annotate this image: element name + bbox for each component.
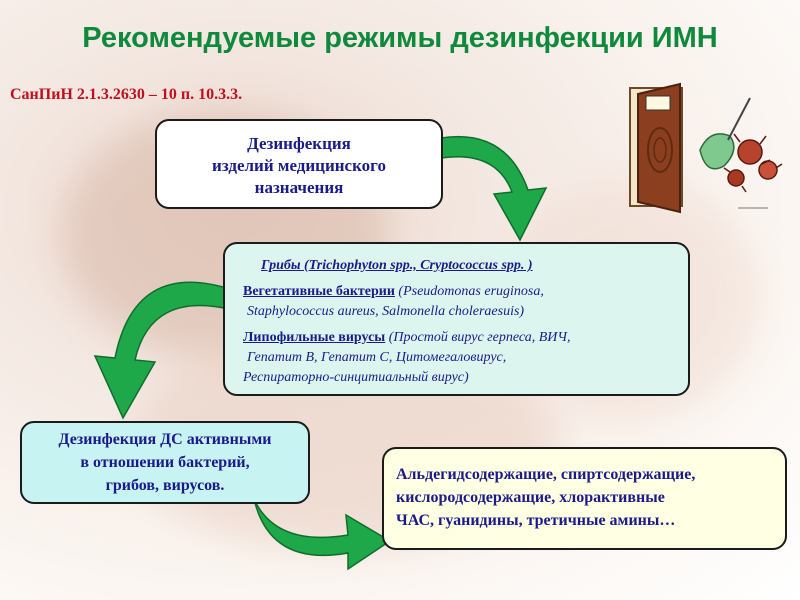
agent-classes-line: ЧАС, гуанидины, третичные амины… [396,512,676,529]
agents-line: грибов, вирусов. [105,477,225,494]
viruses-detail: Респираторно-синцитиальный вирус) [243,370,469,385]
agent-classes-line: Альдегидсодержащие, спиртсодержащие, [396,466,696,483]
agents-line: Дезинфекция ДС активными [58,431,272,448]
flow-arrow-right-down [440,135,548,242]
bacteria-detail: Staphylococcus aureus, Salmonella choler… [247,304,525,319]
disinfection-box: Дезинфекция изделий медицинского назначе… [155,119,443,209]
fungi-label: Грибы (Trichophyton spp., Cryptococcus s… [261,258,533,273]
disinfection-line: назначения [254,178,344,197]
agents-box: Дезинфекция ДС активными в отношении бак… [20,421,310,504]
regulation-reference: СанПиН 2.1.3.2630 – 10 п. 10.3.3. [10,86,243,103]
disinfection-line: изделий медицинского [212,156,386,175]
page-title: Рекомендуемые режимы дезинфекции ИМН [82,22,718,54]
agent-classes-box: Альдегидсодержащие, спиртсодержащие, кис… [382,447,787,550]
pathogens-box: Грибы (Trichophyton spp., Cryptococcus s… [223,242,690,396]
disinfection-line: Дезинфекция [247,134,351,153]
bacteria-label: Вегетативные бактерии [243,284,395,299]
flow-arrow-left-down [93,281,234,420]
viruses-label: Липофильные вирусы [243,330,386,345]
agent-classes-line: кислородсодержащие, хлорактивные [396,489,665,506]
bacteria-detail: (Pseudomonas eruginosa, [394,284,544,299]
viruses-detail: Гепатит В, Гепатит С, Цитомегаловирус, [247,350,507,365]
door-germs-illustration [629,82,783,214]
viruses-detail: (Простой вирус герпеса, ВИЧ, [385,330,571,345]
flow-arrow-right [253,498,392,571]
agents-line: в отношении бактерий, [80,454,250,471]
